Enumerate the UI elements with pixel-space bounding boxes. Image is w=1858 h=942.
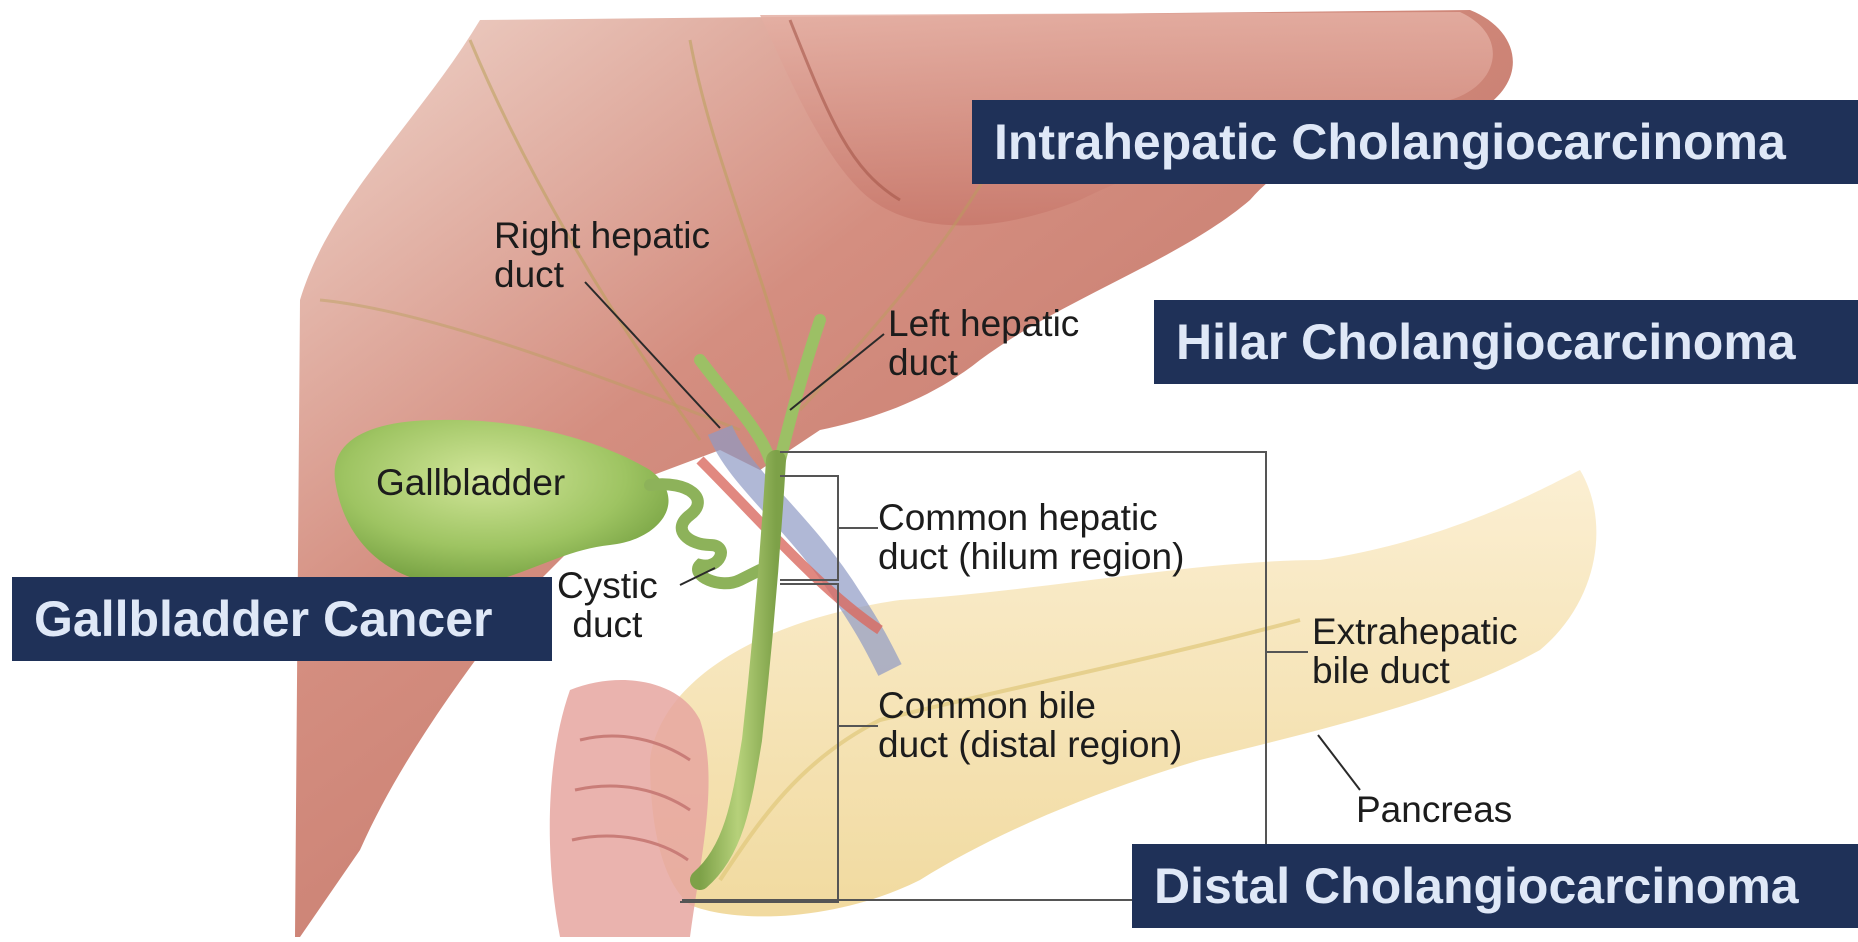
label-common-bile-duct: Common bile duct (distal region) [878, 686, 1182, 764]
duodenum-shape [550, 680, 709, 937]
label-pancreas: Pancreas [1356, 790, 1512, 829]
label-left-hepatic-duct: Left hepatic duct [888, 304, 1079, 382]
hepatic-artery [700, 460, 880, 630]
label-common-hepatic-duct: Common hepatic duct (hilum region) [878, 498, 1184, 576]
label-intrahepatic-cholangiocarcinoma: Intrahepatic Cholangiocarcinoma [972, 100, 1858, 184]
label-gallbladder: Gallbladder [376, 463, 565, 502]
label-gallbladder-cancer: Gallbladder Cancer [12, 577, 552, 661]
label-right-hepatic-duct: Right hepatic duct [494, 216, 710, 294]
label-extrahepatic-bile-duct: Extrahepatic bile duct [1312, 612, 1518, 690]
label-distal-cholangiocarcinoma: Distal Cholangiocarcinoma [1132, 844, 1858, 928]
label-cystic-duct: Cystic duct [557, 566, 658, 644]
label-hilar-cholangiocarcinoma: Hilar Cholangiocarcinoma [1154, 300, 1858, 384]
leader-pancreas [1318, 735, 1360, 790]
